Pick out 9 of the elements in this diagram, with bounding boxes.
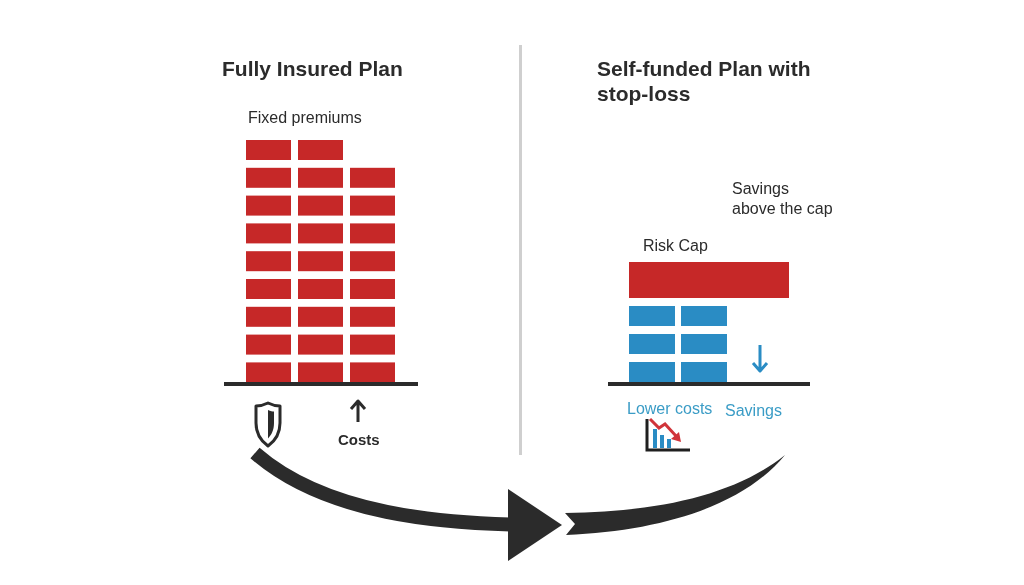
stack-caption: Fixed premiums (248, 108, 362, 128)
annotation-text: Lower costs (627, 399, 713, 419)
panel-title: Fully Insured Plan (222, 56, 404, 81)
arrow-caption: Costs (338, 430, 380, 450)
annotation-text: Savings (725, 401, 782, 421)
bar-caption: Risk Cap (643, 236, 708, 256)
panel-title: Self-funded Plan with stop-loss (597, 56, 812, 106)
annotation-text: Savings above the cap (732, 179, 834, 219)
curved-arrow (250, 447, 785, 561)
